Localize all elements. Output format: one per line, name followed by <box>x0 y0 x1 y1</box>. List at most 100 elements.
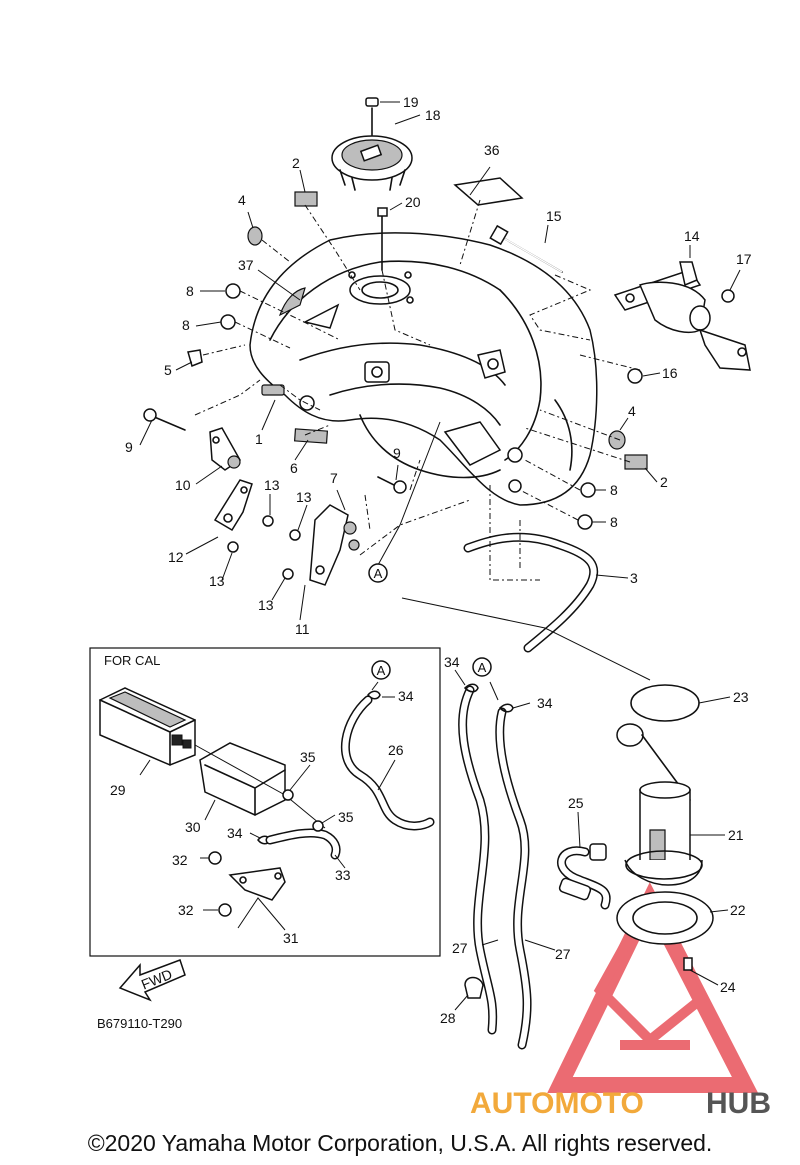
callout-7: 7 <box>330 470 338 486</box>
bolt-8-c <box>580 482 596 498</box>
bracket-10 <box>209 427 241 471</box>
bracket-11 <box>309 504 360 586</box>
fuel-pump-21 <box>616 723 703 886</box>
callout-25: 25 <box>568 795 584 811</box>
callout-21: 21 <box>728 827 744 843</box>
callout-19: 19 <box>403 94 419 110</box>
bolt-8-d <box>577 514 593 530</box>
callout-34-c: 34 <box>537 695 553 711</box>
svg-text:A: A <box>377 663 386 678</box>
pad-6 <box>293 428 329 444</box>
clip-35-a <box>282 789 294 801</box>
ref-marker-a-hose: A <box>472 657 492 677</box>
callout-20: 20 <box>405 194 421 210</box>
callout-13-d: 13 <box>258 597 274 613</box>
for-cal-box <box>89 647 441 957</box>
callout-11: 11 <box>295 621 310 637</box>
svg-text:AUTOMOTO: AUTOMOTO <box>470 1087 644 1120</box>
callout-5: 5 <box>164 362 172 378</box>
callout-18: 18 <box>425 107 441 123</box>
bolt-13-c <box>289 529 301 541</box>
svg-text:A: A <box>374 566 383 581</box>
fwd-arrow-icon <box>118 959 186 1002</box>
pad-2-right <box>624 454 648 470</box>
callout-27-right: 27 <box>555 946 571 962</box>
callout-23: 23 <box>733 689 749 705</box>
callout-8-b: 8 <box>182 317 190 333</box>
callout-15: 15 <box>546 208 562 224</box>
callout-35-b: 35 <box>338 809 354 825</box>
grommet-4-left <box>247 226 263 246</box>
callout-2-left: 2 <box>292 155 300 171</box>
callout-6: 6 <box>290 460 298 476</box>
callout-9-left: 9 <box>125 439 133 455</box>
callout-36: 36 <box>484 142 500 158</box>
callout-33: 33 <box>335 867 351 883</box>
callout-13-c: 13 <box>209 573 225 589</box>
bolt-13-a <box>262 515 274 527</box>
callout-32-a: 32 <box>172 852 188 868</box>
callout-34-d: 34 <box>227 825 243 841</box>
hose-25 <box>557 843 611 910</box>
callout-34-b: 34 <box>444 654 460 670</box>
callout-24: 24 <box>720 979 736 995</box>
canister-29 <box>99 687 196 766</box>
callout-3: 3 <box>630 570 638 586</box>
bracket-31 <box>228 867 286 901</box>
callout-26: 26 <box>388 742 404 758</box>
callout-4-left: 4 <box>238 192 246 208</box>
grommet-4-right <box>608 430 626 450</box>
callout-8-d: 8 <box>610 514 618 530</box>
reference-lines <box>194 199 641 581</box>
callout-8-a: 8 <box>186 283 194 299</box>
callout-37: 37 <box>238 257 254 273</box>
callout-32-b: 32 <box>178 902 194 918</box>
fuel-tank <box>249 232 598 506</box>
callout-17: 17 <box>736 251 752 267</box>
bolt-8-b <box>220 314 236 330</box>
callout-2-right: 2 <box>660 474 668 490</box>
gasket-23 <box>630 684 700 722</box>
callout-4-right: 4 <box>628 403 636 419</box>
svg-text:A: A <box>478 660 487 675</box>
callout-9-right: 9 <box>393 445 401 461</box>
bolt-8-a <box>225 283 241 299</box>
svg-text:HUB: HUB <box>706 1087 771 1120</box>
bracket-12 <box>213 479 253 532</box>
callout-8-c: 8 <box>610 482 618 498</box>
callout-16: 16 <box>662 365 678 381</box>
callout-34-a: 34 <box>398 688 414 704</box>
bolt-13-b <box>227 541 239 553</box>
callout-30: 30 <box>185 819 201 835</box>
leader-lines <box>139 101 741 1011</box>
diagram-code: B679110-T290 <box>97 1016 182 1031</box>
callout-29: 29 <box>110 782 126 798</box>
ref-marker-a-box: A <box>371 660 391 680</box>
bolt-15 <box>489 224 563 273</box>
bolt-9-left <box>143 408 186 431</box>
rear-bracket-14 <box>613 261 751 371</box>
callout-31: 31 <box>283 930 299 946</box>
callout-22: 22 <box>730 902 746 918</box>
plate-22 <box>616 891 714 945</box>
nut-16 <box>627 368 643 384</box>
callout-13-a: 13 <box>264 477 280 493</box>
bolt-17 <box>721 289 735 303</box>
bracket-30 <box>199 742 286 816</box>
callout-13-b: 13 <box>296 489 312 505</box>
clip-35-b <box>312 820 324 832</box>
bolt-24 <box>683 957 693 971</box>
bolt-20 <box>377 207 388 271</box>
label-sheet-36 <box>453 177 524 206</box>
callout-1: 1 <box>255 431 263 447</box>
bolt-13-d <box>282 568 294 580</box>
ref-marker-a-tank: A <box>368 563 388 583</box>
callout-12: 12 <box>168 549 184 565</box>
collar-5 <box>187 349 203 368</box>
callout-14: 14 <box>684 228 700 244</box>
fwd-label: FWD <box>139 966 175 993</box>
bolt-32-b <box>218 903 232 917</box>
pad-2-top <box>294 191 318 207</box>
callout-27-left: 27 <box>452 940 468 956</box>
